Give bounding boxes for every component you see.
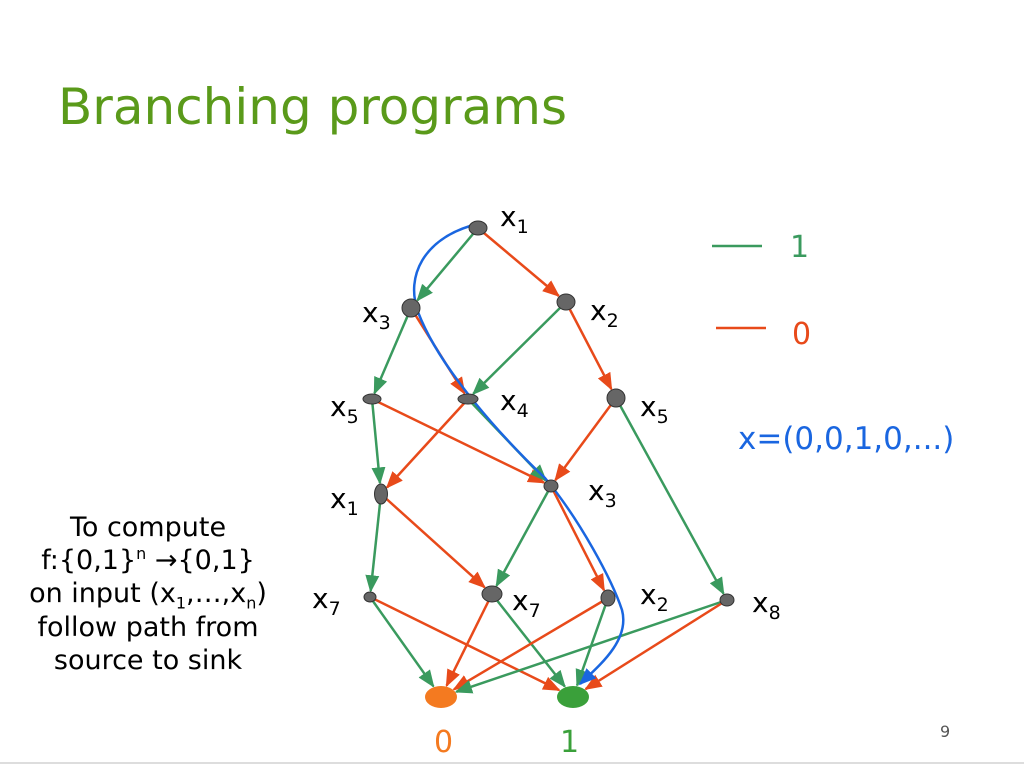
slide-title: Branching programs	[58, 78, 568, 136]
edge-n6-n12	[614, 397, 725, 596]
node-label-n7: x1	[330, 482, 359, 520]
node-label-n9: x7	[312, 582, 341, 620]
edge-n7-n9	[365, 493, 383, 593]
node-label-n12: x8	[752, 586, 781, 624]
edge-n8-n11	[549, 485, 606, 592]
highlighted-path-layer	[412, 224, 625, 686]
edge-n10-s0	[445, 593, 494, 688]
note-line-2: f:{0,1}n →{0,1}	[41, 544, 255, 577]
legend-zero-label: 0	[792, 317, 811, 352]
note-line-4: follow path from	[37, 612, 259, 644]
highlighted-path-curve	[412, 224, 625, 686]
node-label-n1: x1	[500, 200, 529, 238]
node-n5	[457, 393, 479, 405]
edge-n3-n6	[564, 301, 613, 391]
node-label-n6: x5	[640, 390, 669, 428]
sink-label-s1: 1	[560, 725, 579, 760]
node-label-n10: x7	[512, 584, 541, 622]
sink-s1	[557, 686, 589, 708]
footer-divider	[0, 762, 1024, 764]
node-n1	[468, 220, 488, 236]
node-n12	[719, 593, 735, 607]
legend: 1 0	[712, 230, 811, 352]
sink-s0	[425, 686, 457, 708]
edge-n11-s0	[452, 596, 609, 691]
note-line-3: on input (x1,…,xn)	[29, 577, 267, 613]
node-label-n3: x2	[590, 294, 619, 332]
explanation-text: To compute f:{0,1}n →{0,1} on input (x1,…	[8, 512, 288, 677]
node-n3	[556, 293, 576, 311]
edge-n9-s1	[369, 595, 561, 692]
node-label-n5: x4	[500, 384, 529, 422]
node-label-n2: x3	[362, 296, 391, 334]
edges-layer	[365, 227, 728, 694]
node-n10	[481, 585, 503, 603]
node-n11	[600, 589, 616, 607]
edge-n6-n8	[554, 397, 618, 482]
edge-n3-n5	[471, 301, 567, 396]
node-label-n4: x5	[330, 390, 359, 428]
edge-n4-n7	[370, 398, 386, 485]
edge-n5-n7	[385, 398, 469, 489]
note-line-5: source to sink	[53, 644, 243, 676]
node-n6	[606, 388, 626, 408]
nodes-layer	[362, 220, 735, 708]
sink-label-s0: 0	[434, 725, 453, 760]
edge-n1-n3	[477, 227, 561, 297]
node-n4	[362, 393, 382, 405]
legend-one-label: 1	[790, 230, 809, 265]
node-n7	[374, 483, 388, 505]
edge-n1-n2	[416, 227, 479, 302]
edge-n10-s1	[491, 593, 566, 688]
input-assignment: x=(0,0,1,0,...)	[738, 421, 954, 457]
page-number: 9	[940, 722, 951, 741]
note-line-1: To compute	[69, 512, 227, 543]
edge-n7-n10	[380, 493, 486, 589]
node-labels-layer: x1 x3 x2 x5 x4 x5 x1 x3 x7 x7 x2 x8	[312, 200, 781, 624]
edge-n8-n10	[495, 485, 553, 588]
node-n8	[543, 479, 559, 493]
node-label-n8: x3	[588, 474, 617, 512]
node-n2	[401, 298, 421, 318]
edge-n9-s0	[368, 596, 435, 688]
edge-n12-s1	[584, 598, 728, 691]
edge-n2-n4	[373, 307, 413, 395]
node-n9	[363, 591, 377, 603]
edge-n12-s0	[454, 598, 728, 694]
node-label-n11: x2	[640, 578, 669, 616]
edge-n4-n8	[371, 397, 546, 484]
